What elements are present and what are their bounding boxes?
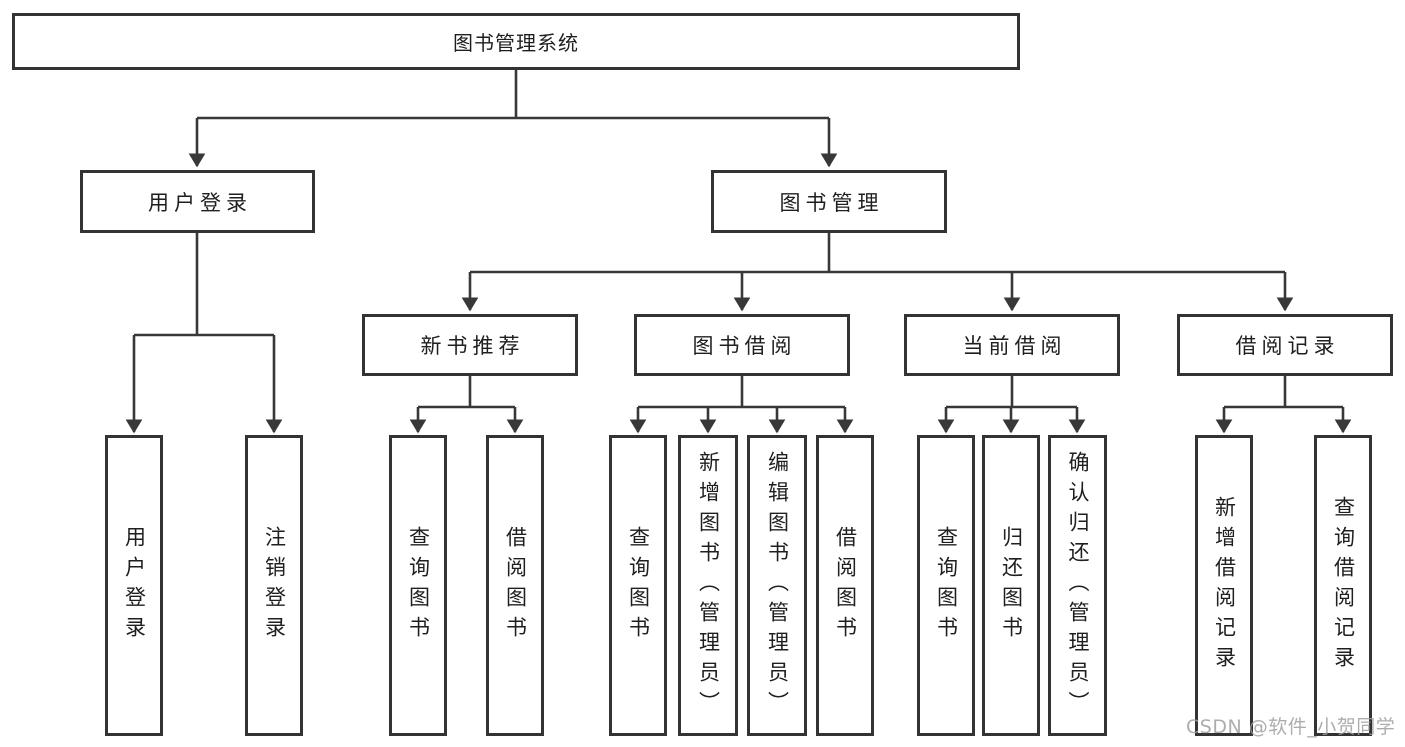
node-label: 新增图书（管理员） [696, 450, 721, 721]
node-new-book-recommend: 新书推荐 [362, 314, 578, 376]
node-leaf-record-query: 查询借阅记录 [1314, 435, 1372, 736]
connector-segments [134, 70, 1343, 409]
node-library-management-system: 图书管理系统 [12, 13, 1020, 70]
node-label: 图书管理系统 [453, 31, 579, 55]
node-label: 查询借阅记录 [1331, 495, 1356, 676]
node-label: 用户登录 [122, 525, 147, 646]
node-leaf-user-login: 用户登录 [105, 435, 163, 736]
node-label: 查询图书 [934, 525, 959, 646]
node-leaf-borrow-edit-books-admin: 编辑图书（管理员） [747, 435, 807, 736]
node-borrowing-records: 借阅记录 [1177, 314, 1393, 376]
node-label: 借阅图书 [833, 525, 858, 646]
node-label: 归还图书 [999, 525, 1024, 646]
node-label: 查询图书 [626, 525, 651, 646]
node-book-borrowing: 图书借阅 [634, 314, 850, 376]
csdn-watermark: CSDN @软件_小贺同学 [1186, 716, 1396, 738]
connector-arrows [125, 118, 1352, 434]
node-leaf-borrow-query-books: 查询图书 [609, 435, 667, 736]
node-label: 图书管理 [779, 190, 884, 215]
node-label: 借阅记录 [1235, 334, 1340, 358]
node-label: 确认归还（管理员） [1066, 450, 1090, 721]
node-label: 用户登录 [148, 190, 252, 215]
node-leaf-newbook-query-books: 查询图书 [389, 435, 447, 736]
node-label: 编辑图书（管理员） [765, 450, 790, 721]
node-label: 注销登录 [262, 525, 287, 646]
node-leaf-logout: 注销登录 [245, 435, 303, 736]
node-leaf-current-return-books: 归还图书 [982, 435, 1040, 736]
node-leaf-borrow-borrow-books: 借阅图书 [816, 435, 874, 736]
node-leaf-current-confirm-return-admin: 确认归还（管理员） [1048, 435, 1107, 736]
node-label: 图书借阅 [692, 334, 797, 358]
node-book-management: 图书管理 [711, 170, 947, 233]
node-leaf-borrow-add-books-admin: 新增图书（管理员） [678, 435, 738, 736]
node-user-login: 用户登录 [80, 170, 315, 233]
node-label: 当前借阅 [962, 334, 1067, 358]
node-label: 新书推荐 [420, 334, 525, 358]
node-leaf-newbook-borrow-books: 借阅图书 [486, 435, 544, 736]
node-current-borrowing: 当前借阅 [904, 314, 1120, 376]
node-label: 查询图书 [406, 525, 431, 646]
node-label: 借阅图书 [503, 525, 528, 646]
node-leaf-record-add: 新增借阅记录 [1195, 435, 1253, 736]
node-leaf-current-query-books: 查询图书 [917, 435, 975, 736]
node-label: 新增借阅记录 [1212, 495, 1237, 676]
